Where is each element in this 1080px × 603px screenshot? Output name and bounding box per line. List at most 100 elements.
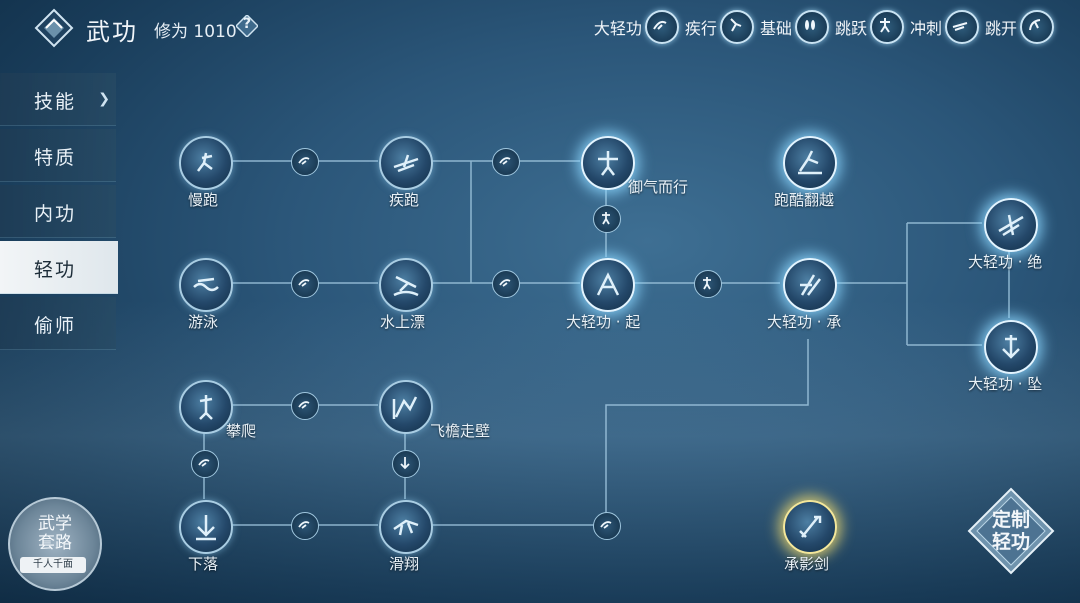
skill-node-great-qinggong-qi[interactable] — [581, 258, 635, 312]
skill-node-glide[interactable] — [379, 500, 433, 554]
skill-node-wall-run[interactable] — [379, 380, 433, 434]
footprint-icon — [794, 10, 829, 44]
filter-great-qinggong[interactable]: 大轻功 — [594, 10, 679, 44]
tab-label: 特质 — [34, 147, 77, 169]
cultivation-label: 修为 — [154, 22, 188, 42]
tab-traits[interactable]: 特质 — [0, 129, 116, 182]
skill-node-great-qinggong-cheng[interactable] — [783, 258, 837, 312]
runner-icon — [298, 157, 310, 165]
filter-label: 疾行 — [684, 19, 717, 38]
top-bar: 武功 修为 1010 ? 大轻功 疾行 基础 跳跃 冲刺 — [0, 0, 1080, 58]
connector-node[interactable] — [593, 205, 621, 233]
runner-icon — [298, 401, 310, 409]
leap-icon — [800, 274, 821, 296]
skill-node-qi-walk[interactable] — [581, 136, 635, 190]
skill-label: 攀爬 — [226, 422, 257, 440]
sword-icon — [799, 515, 822, 538]
skill-label: 承影剑 — [784, 555, 830, 573]
filter-dash[interactable]: 冲刺 — [910, 10, 979, 44]
skill-node-water-float[interactable] — [379, 258, 433, 312]
connector-node[interactable] — [191, 450, 219, 478]
leap-icon — [644, 10, 679, 44]
floating-figure-icon — [598, 151, 618, 176]
glide-icon — [393, 519, 419, 536]
skill-label: 大轻功 · 承 — [767, 313, 842, 331]
skill-node-parkour[interactable] — [783, 136, 837, 190]
connector-node[interactable] — [291, 270, 319, 298]
page-title: 武功 — [86, 18, 138, 46]
connector-node[interactable] — [492, 270, 520, 298]
filter-label: 冲刺 — [909, 19, 942, 38]
tab-label: 轻功 — [34, 259, 77, 281]
filter-label: 基础 — [759, 19, 792, 38]
martial-arts-emblem-icon — [34, 8, 74, 48]
tab-steal[interactable]: 偷师 — [0, 297, 116, 350]
skill-label: 水上漂 — [380, 313, 426, 331]
filter-sprint[interactable]: 疾行 — [685, 10, 754, 44]
connector-node[interactable] — [291, 148, 319, 176]
skill-node-sprint[interactable] — [379, 136, 433, 190]
skill-label: 疾跑 — [389, 191, 420, 209]
connector-node[interactable] — [392, 450, 420, 478]
skill-node-shadow-sword[interactable] — [783, 500, 837, 554]
skill-node-fall[interactable] — [179, 500, 233, 554]
fall-icon — [196, 515, 216, 541]
tab-label: 技能 — [34, 91, 77, 113]
connector-node[interactable] — [291, 512, 319, 540]
skill-node-swim[interactable] — [179, 258, 233, 312]
connector-node[interactable] — [492, 148, 520, 176]
help-icon — [236, 15, 258, 37]
route-subtitle: 千人千面 — [20, 557, 86, 573]
filter-label: 跳跃 — [834, 19, 867, 38]
customize-label: 定制轻功 — [991, 509, 1030, 553]
skill-node-climb[interactable] — [179, 380, 233, 434]
skill-label: 御气而行 — [628, 178, 689, 196]
jump-icon — [703, 277, 711, 290]
cultivation-display: 修为 1010 — [154, 17, 237, 42]
runner-icon — [600, 521, 612, 529]
runner-icon — [298, 279, 310, 287]
filter-jump[interactable]: 跳跃 — [835, 10, 904, 44]
martial-route-button[interactable]: 武学套路 千人千面 — [8, 497, 102, 591]
skill-label: 游泳 — [188, 313, 219, 331]
skill-node-slow-run[interactable] — [179, 136, 233, 190]
connector-node[interactable] — [694, 270, 722, 298]
dive-icon — [1002, 335, 1020, 359]
dodge-icon — [1020, 10, 1054, 44]
route-title: 武学套路 — [38, 514, 72, 553]
customize-qinggong-button[interactable]: 定制轻功 — [967, 487, 1055, 575]
filter-label: 跳开 — [984, 19, 1017, 38]
tab-inner-kungfu[interactable]: 内功 — [0, 185, 116, 238]
vault-figure-icon — [798, 150, 822, 175]
dash-icon — [944, 10, 979, 44]
swim-icon — [193, 277, 219, 292]
climb-icon — [199, 395, 213, 420]
filter-basic[interactable]: 基础 — [760, 10, 829, 44]
leap-icon — [998, 214, 1024, 237]
runner-icon — [499, 157, 511, 165]
filter-dodge[interactable]: 跳开 — [985, 10, 1054, 44]
jump-icon — [602, 212, 610, 225]
tab-label: 内功 — [34, 203, 77, 225]
help-button[interactable]: ? — [236, 15, 258, 37]
leap-icon — [596, 272, 620, 296]
filter-bar: 大轻功 疾行 基础 跳跃 冲刺 跳开 — [594, 10, 1054, 44]
cultivation-value: 1010 — [193, 22, 237, 42]
tab-qinggong[interactable]: 轻功 — [0, 241, 118, 294]
skill-node-great-qinggong-jue[interactable] — [984, 198, 1038, 252]
connector-node[interactable] — [291, 392, 319, 420]
skill-label: 大轻功 · 绝 — [968, 253, 1043, 271]
chevron-right-icon: ❯ — [98, 91, 110, 107]
help-label: ? — [242, 16, 252, 32]
skill-label: 大轻功 · 坠 — [968, 375, 1043, 393]
jump-icon — [869, 10, 904, 44]
sprint-figure-icon — [393, 154, 419, 173]
sprint-icon — [719, 10, 754, 44]
connector-node[interactable] — [593, 512, 621, 540]
runner-icon — [298, 521, 310, 529]
skill-node-great-qinggong-zhui[interactable] — [984, 320, 1038, 374]
skill-label: 慢跑 — [188, 191, 219, 209]
skill-label: 大轻功 · 起 — [566, 313, 641, 331]
tab-skills[interactable]: 技能 ❯ — [0, 73, 116, 126]
